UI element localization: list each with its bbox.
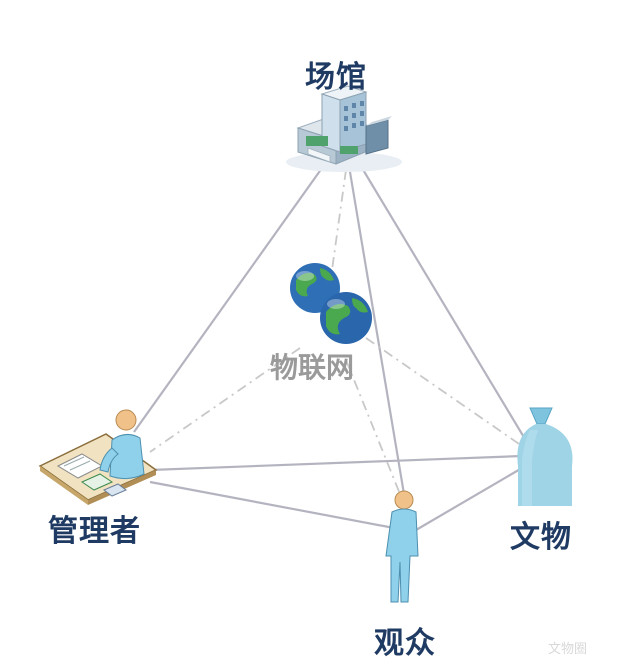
manager-label: 管理者 bbox=[48, 514, 141, 549]
vase-icon bbox=[517, 407, 573, 506]
dashed-edges bbox=[149, 169, 523, 495]
edge-venue-manager bbox=[133, 167, 323, 433]
edge-venue-audience bbox=[348, 171, 406, 495]
edge-manager-artifact bbox=[149, 454, 523, 472]
audience-label: 观众 bbox=[374, 626, 436, 661]
edge-audience-artifact bbox=[415, 467, 523, 531]
person-at-desk-icon bbox=[38, 409, 158, 505]
watermark: 文物圈 bbox=[548, 642, 588, 657]
building-icon bbox=[286, 85, 402, 172]
artifact-label: 文物 bbox=[510, 520, 572, 555]
solid-edges bbox=[133, 167, 529, 531]
edge-iot-artifact bbox=[365, 337, 523, 447]
edge-iot-audience bbox=[345, 359, 401, 495]
edge-venue-iot bbox=[331, 169, 347, 271]
globe-icon bbox=[290, 263, 372, 344]
edge-venue-artifact bbox=[361, 167, 529, 445]
venue-label: 场馆 bbox=[305, 60, 367, 95]
person-standing-icon bbox=[385, 490, 419, 603]
edge-iot-manager bbox=[149, 347, 301, 453]
edge-manager-audience bbox=[149, 480, 395, 530]
iot-label: 物联网 bbox=[270, 351, 355, 384]
